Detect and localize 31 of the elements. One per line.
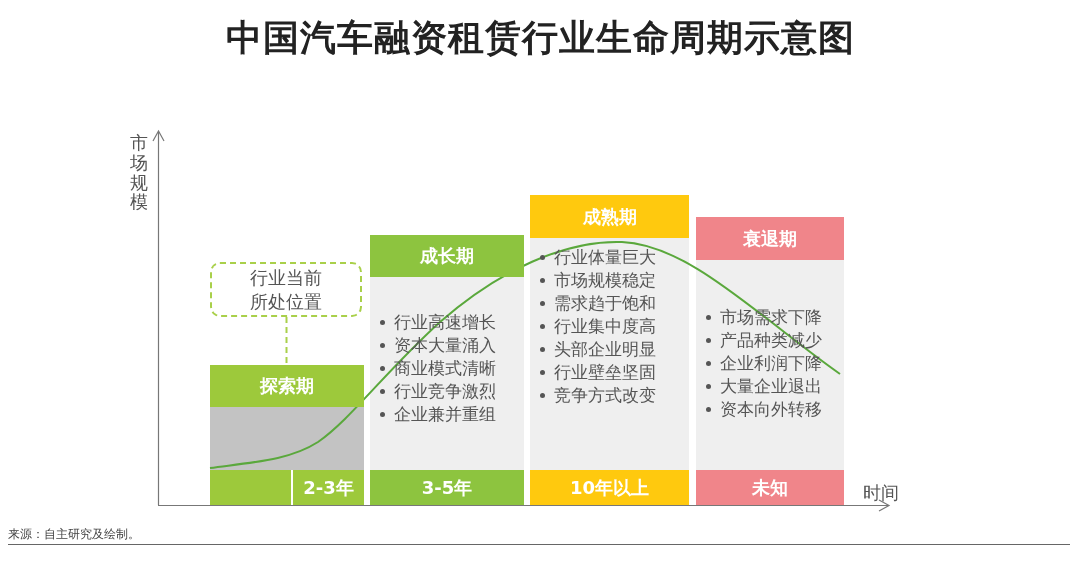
bullet-item: 行业壁垒坚固: [554, 361, 656, 384]
stage-header: 成熟期: [530, 195, 689, 238]
bullet-item: 企业兼并重组: [394, 403, 496, 426]
chart-title: 中国汽车融资租赁行业生命周期示意图: [225, 16, 855, 60]
duration-bar: 10年以上: [530, 470, 689, 505]
stage-column: [696, 217, 844, 505]
bullet-item: 市场规模稳定: [554, 269, 656, 292]
stage-column: [370, 235, 524, 505]
duration-bar: 3-5年: [370, 470, 524, 505]
bullet-item: 头部企业明显: [554, 338, 656, 361]
bullet-item: 行业集中度高: [554, 315, 656, 338]
duration-bar: 未知: [696, 470, 844, 505]
stage-header: 衰退期: [696, 217, 844, 260]
callout-box: 行业当前所处位置: [210, 262, 362, 317]
bullet-item: 商业模式清晰: [394, 357, 496, 380]
stage-header: 成长期: [370, 235, 524, 277]
duration-bar: 2-3年: [210, 470, 364, 505]
bullet-item: 行业体量巨大: [554, 246, 656, 269]
stage-column: [530, 195, 689, 505]
bullet-item: 企业利润下降: [720, 352, 822, 375]
bullet-item: 行业竞争激烈: [394, 380, 496, 403]
axis-label: 市场规模: [130, 133, 148, 213]
axis-label: 时间: [863, 483, 899, 503]
stage-header: 探索期: [210, 365, 364, 407]
bullet-item: 大量企业退出: [720, 375, 822, 398]
bullet-item: 资本向外转移: [720, 398, 822, 421]
leader-line: [285, 316, 288, 366]
source-note: 来源：自主研究及绘制。: [8, 526, 140, 543]
stage-column: [210, 365, 364, 505]
bullet-item: 需求趋于饱和: [554, 292, 656, 315]
bullet-item: 竞争方式改变: [554, 384, 656, 407]
